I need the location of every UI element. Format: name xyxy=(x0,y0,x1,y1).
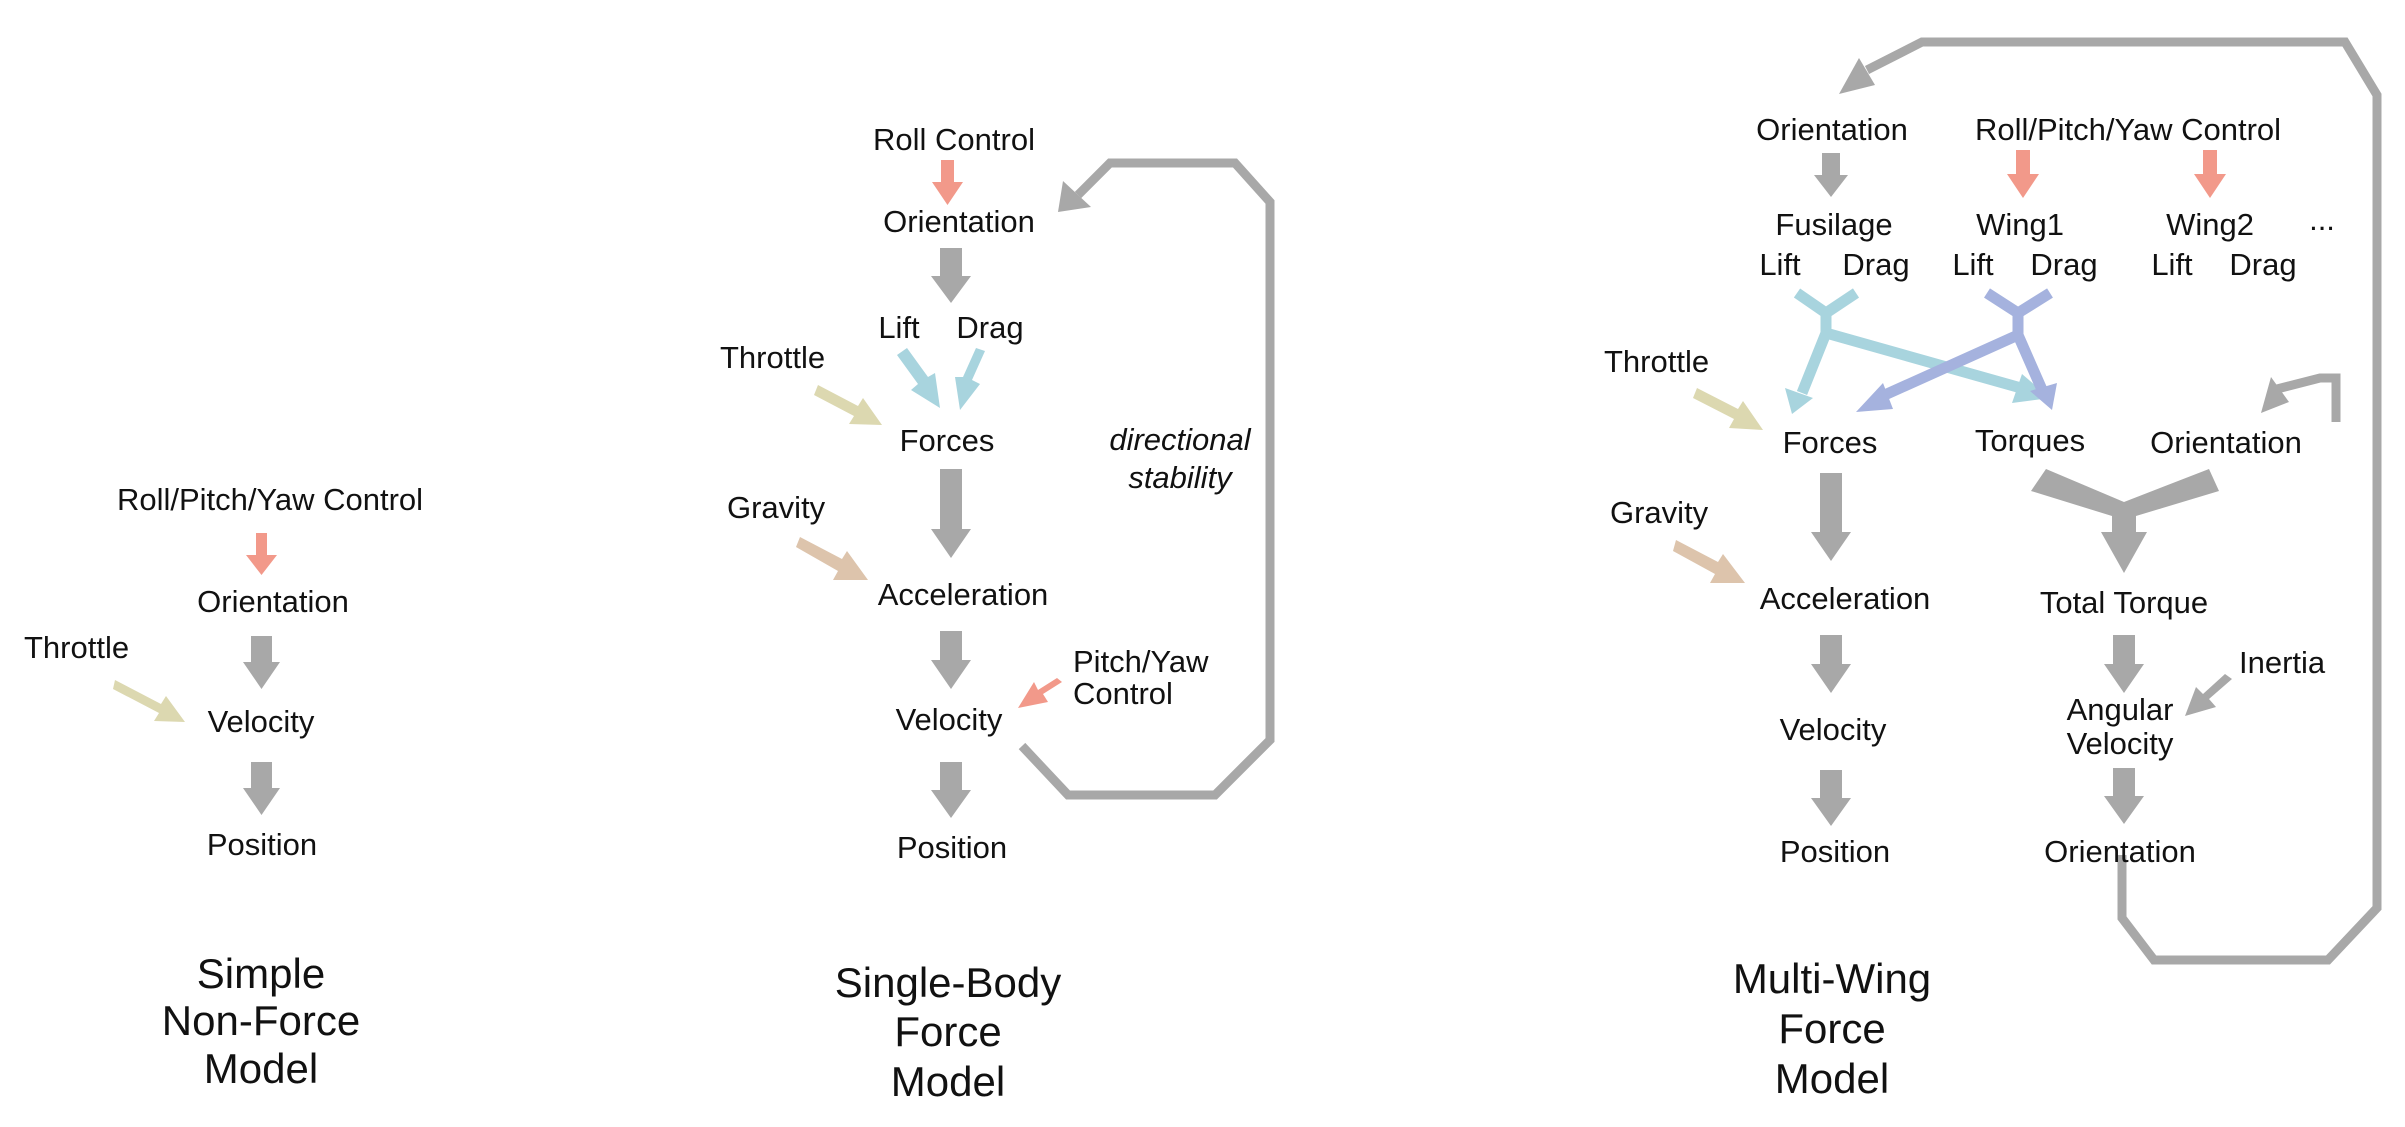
single-flow-arrow-2 xyxy=(931,469,971,558)
simple-flow-arrow-2 xyxy=(243,762,280,815)
multi-throttle-label: Throttle xyxy=(1604,344,1709,379)
multi-gravity-label: Gravity xyxy=(1610,495,1709,530)
multi-wing2-control-arrow xyxy=(2194,150,2226,198)
multi-fusilage-drag-label: Drag xyxy=(1842,247,1909,282)
multi-inner-loop xyxy=(2271,373,2341,422)
simple-position-label: Position xyxy=(207,827,317,862)
single-pitch-yaw-label-line-1: Pitch/Yaw xyxy=(1073,644,1209,679)
multi-total-torque-label: Total Torque xyxy=(2040,585,2208,620)
single-title-line-2: Force xyxy=(894,1008,1001,1055)
multi-control-label: Roll/Pitch/Yaw Control xyxy=(1975,112,2281,147)
multi-orientation-top-label: Orientation xyxy=(1756,112,1908,147)
multi-fusilage-split xyxy=(1793,288,2030,396)
single-roll-control-label: Roll Control xyxy=(873,122,1035,157)
multi-flow-arrow-orientation xyxy=(1814,153,1848,197)
multi-flow-arrow-angular-velocity xyxy=(2104,768,2144,824)
multi-velocity-label: Velocity xyxy=(1780,712,1887,747)
multi-wing2-label: Wing2 xyxy=(2166,207,2254,242)
simple-title-line-1: Simple xyxy=(197,950,325,997)
single-gravity-arrow xyxy=(796,537,868,580)
single-position-label: Position xyxy=(897,830,1007,865)
multi-torque-merge-arrow xyxy=(2031,469,2219,573)
single-flow-arrow-1 xyxy=(931,248,971,303)
multi-angular-velocity-line-1: Angular xyxy=(2067,692,2174,727)
single-acceleration-label: Acceleration xyxy=(878,577,1049,612)
simple-control-arrow xyxy=(246,533,277,575)
single-roll-control-arrow xyxy=(932,160,963,205)
simple-throttle-arrow xyxy=(113,680,185,722)
multi-inertia-arrow xyxy=(2185,674,2232,716)
multi-title-line-1: Multi-Wing xyxy=(1733,955,1931,1002)
single-drag-arrow xyxy=(955,348,985,410)
multi-fusilage-label: Fusilage xyxy=(1775,207,1892,242)
single-pitch-yaw-arrow xyxy=(1018,678,1062,708)
multi-gravity-arrow xyxy=(1673,540,1745,583)
multi-ellipsis-label: ... xyxy=(2309,202,2335,237)
single-gravity-label: Gravity xyxy=(727,490,826,525)
multi-wing2-drag-label: Drag xyxy=(2229,247,2296,282)
multi-inner-loop-arrowhead xyxy=(2261,377,2289,413)
multi-wing1-label: Wing1 xyxy=(1976,207,2064,242)
multi-wing-model: Orientation Roll/Pitch/Yaw Control Fusil… xyxy=(1604,37,2382,1102)
single-velocity-label: Velocity xyxy=(896,702,1003,737)
single-flow-arrow-3 xyxy=(931,631,971,689)
multi-torques-label: Torques xyxy=(1975,423,2085,458)
multi-outer-loop-arrowhead xyxy=(1839,58,1875,94)
single-loop-label-line-1: directional xyxy=(1109,422,1251,457)
multi-orientation-right-label: Orientation xyxy=(2150,425,2302,460)
single-directional-stability-loop xyxy=(1018,158,1275,800)
multi-flow-arrow-velocity xyxy=(1811,770,1851,826)
multi-title-line-3: Model xyxy=(1775,1055,1889,1102)
single-lift-label: Lift xyxy=(878,310,920,345)
single-orientation-label: Orientation xyxy=(883,204,1035,239)
multi-outer-loop xyxy=(1864,37,2382,965)
simple-flow-arrow-1 xyxy=(243,636,280,689)
multi-position-label: Position xyxy=(1780,834,1890,869)
multi-forces-label: Forces xyxy=(1783,425,1878,460)
multi-flow-arrow-total-torque xyxy=(2104,635,2144,693)
simple-velocity-label: Velocity xyxy=(208,704,315,739)
simple-control-label: Roll/Pitch/Yaw Control xyxy=(117,482,423,517)
multi-flow-arrow-forces xyxy=(1811,473,1851,561)
single-forces-label: Forces xyxy=(900,423,995,458)
simple-title-line-2: Non-Force xyxy=(162,997,360,1044)
multi-wing1-lift-label: Lift xyxy=(1952,247,1994,282)
multi-throttle-arrow xyxy=(1693,388,1763,430)
simple-orientation-label: Orientation xyxy=(197,584,349,619)
single-throttle-label: Throttle xyxy=(720,340,825,375)
single-drag-label: Drag xyxy=(956,310,1023,345)
single-title-line-1: Single-Body xyxy=(835,959,1061,1006)
simple-title-line-3: Model xyxy=(204,1045,318,1092)
single-throttle-arrow xyxy=(814,385,882,425)
multi-wing1-forces-arrowhead xyxy=(1856,383,1893,412)
multi-wing2-lift-label: Lift xyxy=(2151,247,2193,282)
multi-orientation-bottom-label: Orientation xyxy=(2044,834,2196,869)
multi-flow-arrow-acceleration xyxy=(1811,635,1851,693)
single-flow-arrow-4 xyxy=(931,762,971,818)
multi-wing1-control-arrow xyxy=(2007,150,2039,198)
single-lift-arrow xyxy=(897,348,940,408)
multi-fusilage-lift-label: Lift xyxy=(1759,247,1801,282)
single-loop-arrowhead xyxy=(1058,181,1091,212)
multi-inertia-label: Inertia xyxy=(2239,645,2326,680)
multi-wing1-torques-arrowhead xyxy=(2030,383,2057,410)
multi-fusilage-forces-arrowhead xyxy=(1785,388,1813,414)
single-loop-label-line-2: stability xyxy=(1128,460,1234,495)
single-pitch-yaw-label-line-2: Control xyxy=(1073,676,1173,711)
single-body-model: directional stability Roll Control Orien… xyxy=(720,122,1275,1105)
multi-wing1-split xyxy=(1875,288,2053,404)
simple-throttle-label: Throttle xyxy=(24,630,129,665)
multi-title-line-2: Force xyxy=(1778,1005,1885,1052)
single-title-line-3: Model xyxy=(891,1058,1005,1105)
simple-model: Roll/Pitch/Yaw Control Orientation Throt… xyxy=(24,482,423,1092)
multi-acceleration-label: Acceleration xyxy=(1760,581,1931,616)
multi-wing1-drag-label: Drag xyxy=(2030,247,2097,282)
multi-angular-velocity-line-2: Velocity xyxy=(2067,726,2174,761)
